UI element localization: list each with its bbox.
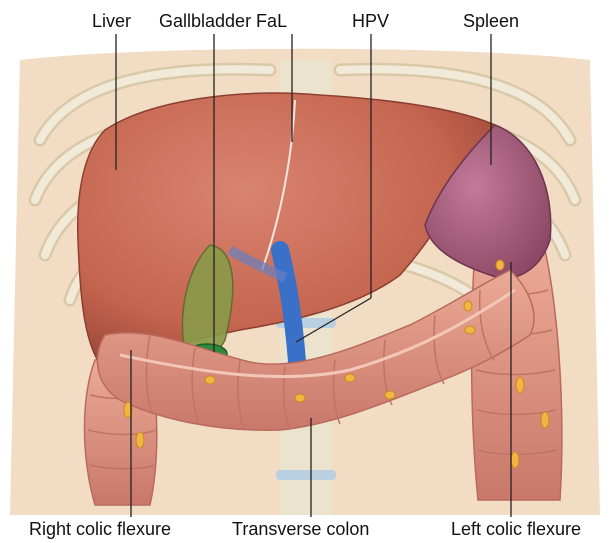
- label-gallbladder-fal: Gallbladder FaL: [159, 11, 287, 31]
- label-right-colic-flexure: Right colic flexure: [29, 519, 171, 539]
- label-liver: Liver: [92, 11, 131, 31]
- label-left-colic-flexure: Left colic flexure: [451, 519, 581, 539]
- label-spleen: Spleen: [463, 11, 519, 31]
- label-transverse-colon: Transverse colon: [232, 519, 369, 539]
- label-hpv: HPV: [352, 11, 389, 31]
